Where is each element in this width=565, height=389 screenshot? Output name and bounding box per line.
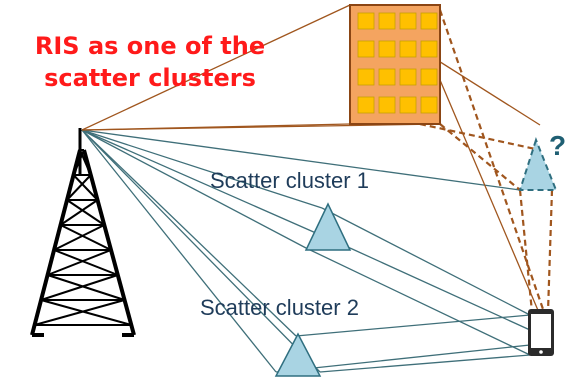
scatter-cluster-1-icon bbox=[304, 202, 352, 251]
smartphone-icon bbox=[528, 309, 554, 356]
ris-element bbox=[420, 68, 438, 86]
ris-element bbox=[399, 12, 417, 30]
scatter-cluster-1-label: Scatter cluster 1 bbox=[210, 168, 369, 193]
unknown-cluster-icon bbox=[518, 137, 558, 191]
ris-element bbox=[399, 68, 417, 86]
ris-element bbox=[420, 40, 438, 58]
ris-element bbox=[378, 96, 396, 114]
scatter-cluster-2-label: Scatter cluster 2 bbox=[200, 295, 359, 320]
tower-brace bbox=[66, 199, 105, 226]
tower-brace bbox=[47, 249, 112, 276]
diagram-title: RIS as one of the scatter clusters bbox=[0, 30, 300, 94]
tower-brace bbox=[66, 174, 92, 201]
ris-dashed-paths bbox=[419, 9, 554, 316]
ris-element bbox=[357, 68, 375, 86]
title-line-1: RIS as one of the bbox=[34, 32, 266, 60]
tower-brace bbox=[59, 199, 99, 226]
ris-element bbox=[420, 96, 438, 114]
ris-element bbox=[399, 40, 417, 58]
scatter-paths bbox=[81, 129, 531, 373]
ris-element bbox=[357, 40, 375, 58]
tower-brace bbox=[47, 274, 125, 301]
ris-element bbox=[378, 40, 396, 58]
ris-element bbox=[357, 12, 375, 30]
tower-brace bbox=[72, 149, 85, 176]
ris-element bbox=[399, 96, 417, 114]
tower-brace bbox=[53, 224, 105, 251]
ris-panel-icon bbox=[349, 4, 441, 125]
tower-brace bbox=[53, 249, 119, 276]
tower-brace bbox=[40, 274, 119, 301]
ris-element bbox=[420, 12, 438, 30]
ris-element bbox=[357, 96, 375, 114]
ris-element bbox=[378, 12, 396, 30]
scatter-cluster-2-icon bbox=[274, 332, 322, 377]
tower-brace bbox=[60, 224, 112, 251]
unknown-cluster-label: ? bbox=[549, 130, 565, 161]
ris-element bbox=[378, 68, 396, 86]
tower-brace bbox=[40, 299, 132, 326]
tower-brace bbox=[34, 299, 125, 326]
tower-brace bbox=[72, 174, 99, 201]
title-line-2: scatter clusters bbox=[44, 64, 256, 92]
tower-icon bbox=[30, 128, 136, 337]
